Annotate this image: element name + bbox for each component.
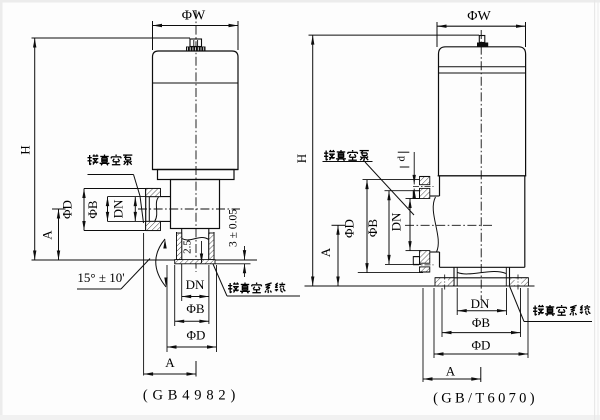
svg-text:ΦB: ΦB — [472, 315, 491, 330]
svg-text:DN: DN — [389, 212, 404, 231]
svg-text:ΦD: ΦD — [342, 219, 357, 238]
svg-text:H: H — [294, 154, 309, 163]
svg-text:ΦB: ΦB — [85, 200, 100, 219]
svg-text:ΦD: ΦD — [472, 338, 491, 353]
svg-text:d: d — [396, 156, 408, 162]
svg-text:DN: DN — [471, 296, 490, 311]
svg-text:ΦW: ΦW — [467, 9, 491, 24]
svg-text:A: A — [318, 247, 333, 257]
svg-text:(GB/T6070): (GB/T6070) — [433, 391, 538, 407]
svg-text:ΦB: ΦB — [365, 219, 380, 238]
svg-text:15° ± 10': 15° ± 10' — [77, 270, 124, 285]
svg-text:DN: DN — [186, 277, 205, 292]
svg-text:ΦB: ΦB — [186, 301, 205, 316]
svg-text:H: H — [18, 145, 33, 154]
svg-text:ΦW: ΦW — [182, 9, 206, 24]
svg-text:ΦD: ΦD — [187, 328, 206, 343]
svg-text:A: A — [446, 364, 456, 379]
svg-text:2.5: 2.5 — [182, 240, 194, 254]
svg-text:A: A — [40, 230, 55, 240]
svg-text:(GB4982): (GB4982) — [143, 388, 240, 404]
svg-text:3 ± 0.05: 3 ± 0.05 — [228, 209, 240, 247]
svg-text:ΦD: ΦD — [60, 200, 75, 219]
svg-text:A: A — [165, 355, 175, 370]
svg-text:DN: DN — [111, 199, 126, 218]
